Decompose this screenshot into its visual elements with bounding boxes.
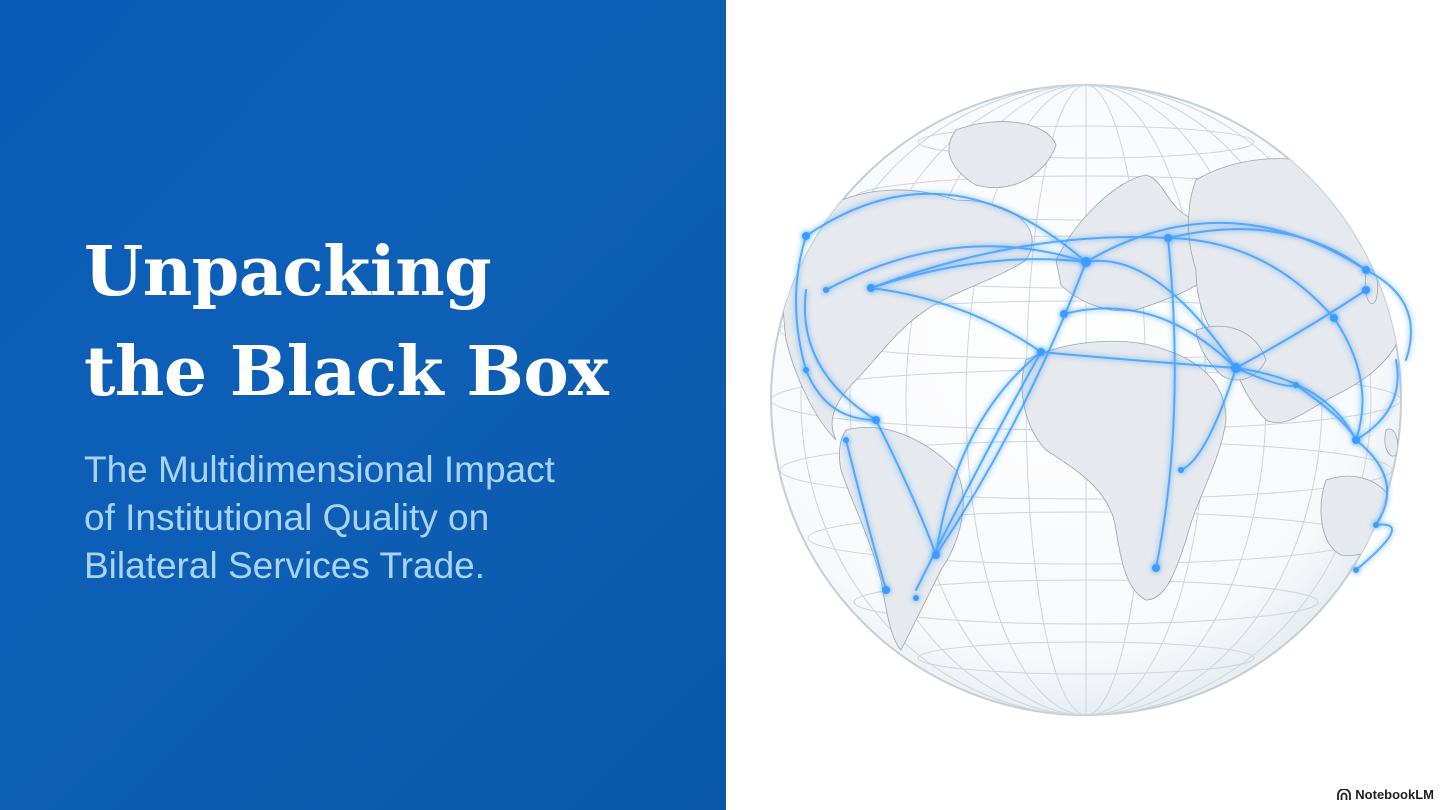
slide-title: Unpacking the Black Box xyxy=(84,222,704,422)
title-panel: Unpacking the Black Box The Multidimensi… xyxy=(0,0,726,810)
globe-panel xyxy=(726,0,1440,810)
trade-route-arcs xyxy=(795,192,1412,591)
watermark-text: NotebookLM xyxy=(1355,787,1434,802)
notebooklm-watermark: NotebookLM xyxy=(1337,787,1434,802)
trade-hub-nodes xyxy=(802,232,1379,601)
notebooklm-logo-icon xyxy=(1337,788,1352,800)
title-line-2: the Black Box xyxy=(84,332,609,412)
subtitle-line-2: of Institutional Quality on xyxy=(84,497,490,538)
slide-subtitle: The Multidimensional Impact of Instituti… xyxy=(84,446,664,590)
subtitle-line-3: Bilateral Services Trade. xyxy=(84,545,486,586)
title-line-1: Unpacking xyxy=(84,232,492,312)
globe-network-illustration xyxy=(770,84,1412,716)
subtitle-line-1: The Multidimensional Impact xyxy=(84,449,555,490)
